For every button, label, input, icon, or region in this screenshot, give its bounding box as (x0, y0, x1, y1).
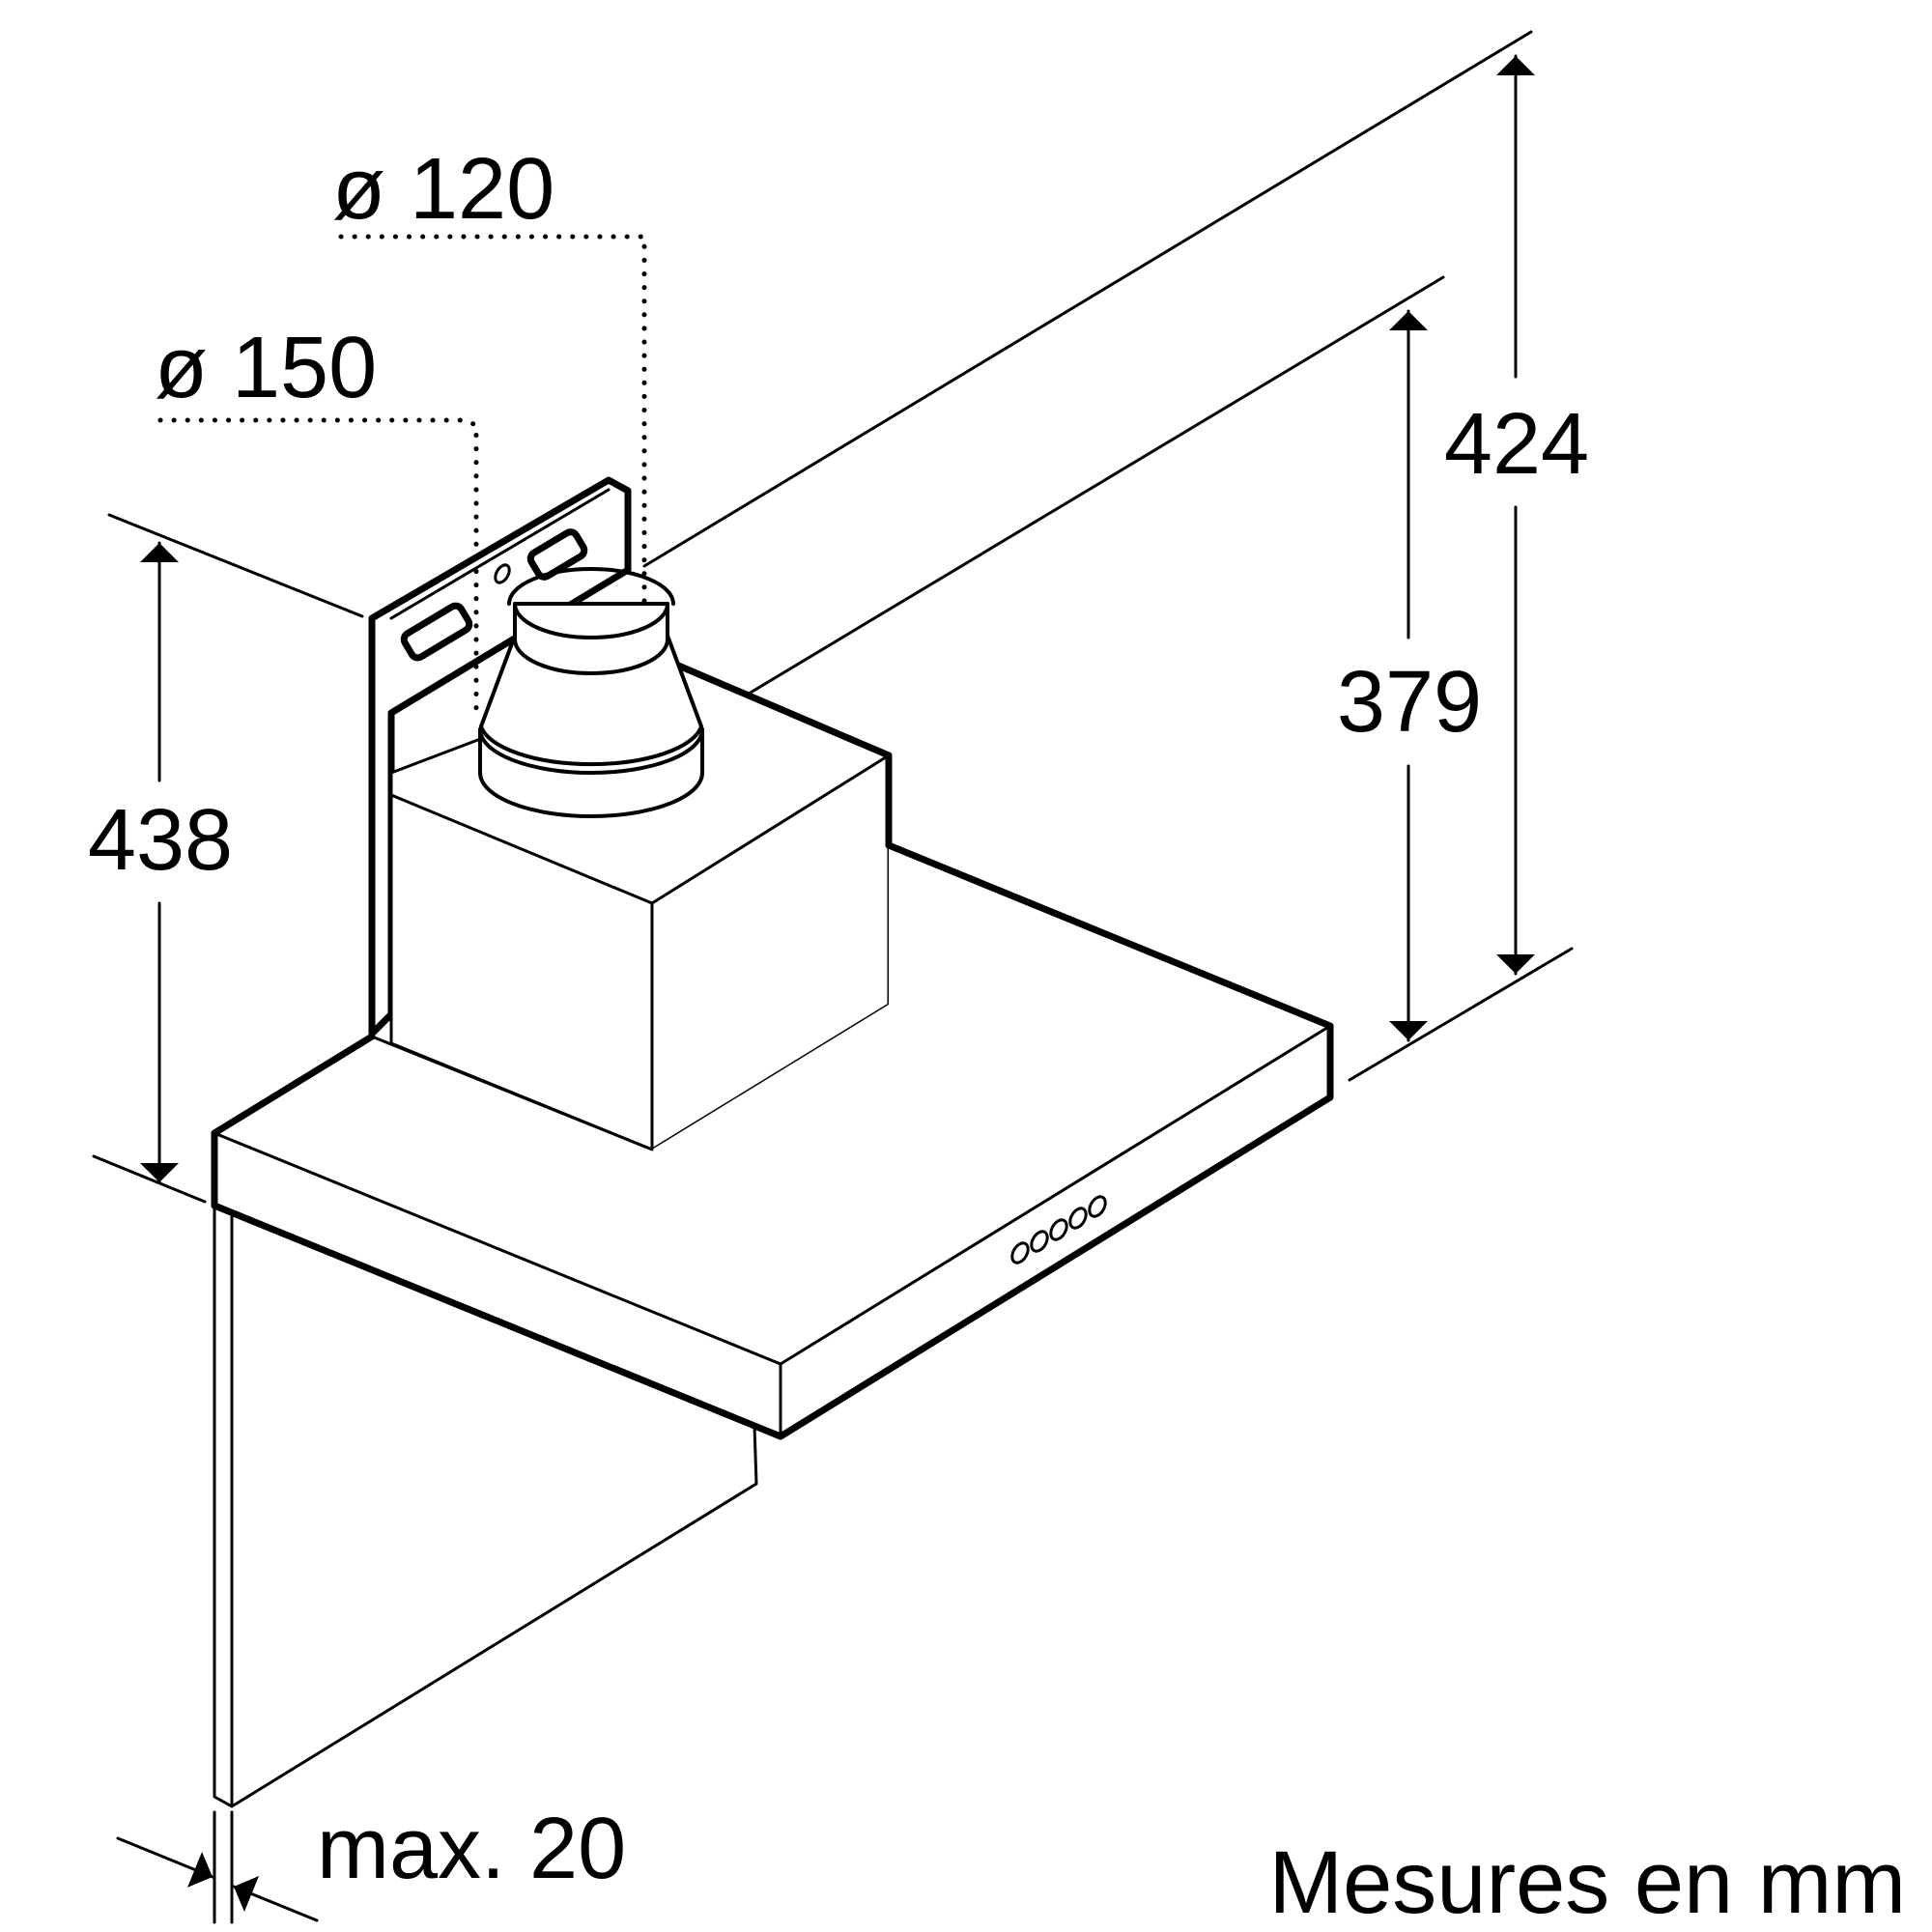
duct-small-label: ø 120 (332, 141, 554, 238)
units-caption: Mesures en mm (1269, 1833, 1907, 1932)
total-height-label: 424 (1444, 396, 1589, 493)
diameter-leaders (157, 234, 647, 718)
wall-gap-label: max. 20 (317, 1801, 626, 1897)
dimension-labels: ø 120 ø 150 424 379 438 max. 20 (88, 141, 1589, 1897)
hood-canopy (211, 841, 1334, 1440)
control-buttons (1010, 1195, 1107, 1264)
slot-left (400, 602, 473, 662)
screw-hole (494, 563, 511, 584)
dim-gap-left (116, 1836, 214, 1888)
wall-panel (213, 1208, 758, 1808)
slot-right (526, 528, 588, 581)
inner-height-label: 379 (1337, 654, 1482, 751)
duct-large-label: ø 150 (155, 320, 377, 416)
reference-lines (92, 30, 1574, 1204)
left-height-label: 438 (88, 792, 233, 889)
mounting-plate (368, 476, 632, 1037)
duct-adapter (478, 567, 704, 818)
dim-gap-right (232, 1876, 319, 1922)
dimension-lines (116, 54, 1535, 1924)
